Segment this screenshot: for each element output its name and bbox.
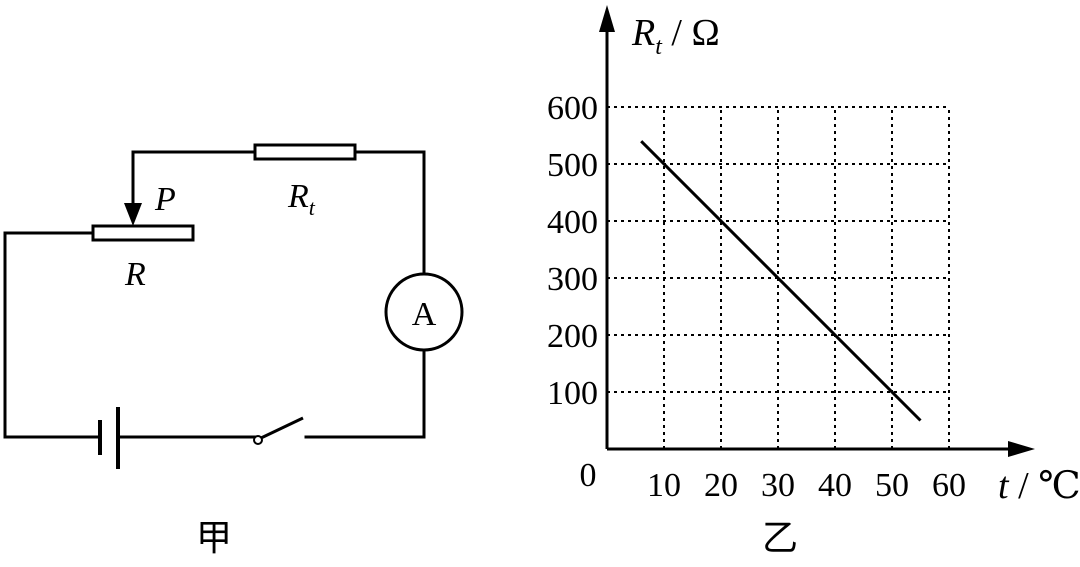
thermistor [253,143,357,161]
y-axis-label: Rt / Ω [631,12,720,60]
y-axis-arrow [599,5,615,32]
ammeter [384,272,464,352]
slider-label: P [154,181,176,218]
x-tick-label-10: 10 [647,467,681,504]
switch-pivot [253,435,263,445]
thermistor-label: Rt [287,178,316,220]
circuit-caption: 甲 [196,518,232,559]
y-tick-label-100: 100 [547,375,598,412]
rheostat-label: R [124,256,146,293]
tick-labels: 10 20 30 40 50 60 100 200 300 400 500 600 [547,90,966,504]
wire-top-right [353,150,426,282]
rheostat [91,224,195,242]
x-axis-label: t / ℃ [998,465,1080,507]
slider-arrow [124,203,142,226]
wire-top-left [131,150,257,207]
x-tick-label-40: 40 [818,467,852,504]
wire-left [3,231,102,439]
origin-label: 0 [580,457,597,494]
x-tick-label-20: 20 [704,467,738,504]
x-tick-label-30: 30 [761,467,795,504]
circuit-diagram: A P R Rt 甲 [3,143,464,559]
wire-right-lower [304,343,426,439]
grid-lines [607,106,950,449]
y-tick-label-300: 300 [547,261,598,298]
y-tick-label-400: 400 [547,204,598,241]
switch-blade [260,416,304,440]
ammeter-label: A [412,296,437,333]
rt-vs-t-graph: 10 20 30 40 50 60 100 200 300 400 500 600 Rt / Ω t … [547,5,1080,559]
x-tick-label-50: 50 [875,467,909,504]
x-tick-label-60: 60 [932,467,966,504]
series-line [640,140,922,422]
y-tick-label-200: 200 [547,318,598,355]
x-axis-arrow [1008,441,1035,457]
y-tick-label-500: 500 [547,147,598,184]
graph-caption: 乙 [762,518,798,559]
y-tick-label-600: 600 [547,90,598,127]
